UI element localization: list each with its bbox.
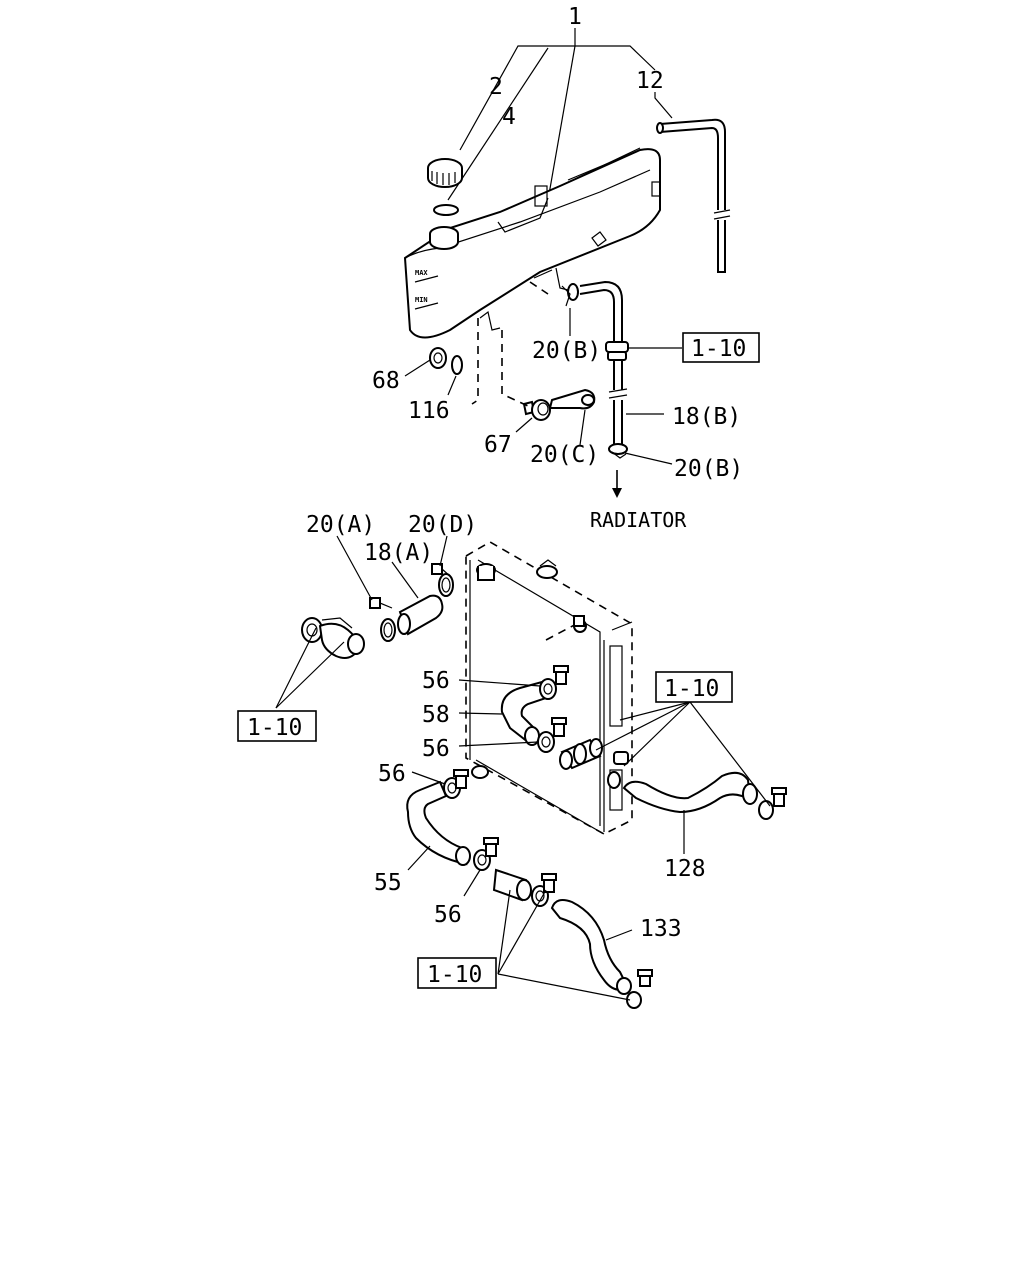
hose-18b — [579, 280, 629, 449]
lower-pipe-fitting — [473, 837, 557, 907]
engine-outlet-fitting — [301, 617, 365, 659]
label-part-18a: 18(A) — [364, 540, 433, 566]
leader-lines-top-parts — [404, 308, 682, 498]
label-ref-top: 1-10 — [691, 336, 746, 362]
washer-116 — [451, 355, 463, 375]
bypass-hose-58 — [500, 665, 569, 753]
max-mark: MAX — [415, 269, 428, 277]
label-part-20d: 20(D) — [408, 512, 477, 538]
radiator-core — [465, 541, 633, 835]
label-part-20b-top: 20(B) — [532, 338, 601, 364]
hose-128 — [607, 751, 787, 820]
leader-lines-top — [447, 28, 673, 201]
label-part-68: 68 — [372, 368, 400, 394]
lower-hose-55 — [406, 769, 471, 866]
label-ref-bottom: 1-10 — [427, 962, 482, 988]
label-part-56-d: 56 — [434, 902, 462, 928]
label-part-56-b: 56 — [422, 736, 450, 762]
label-part-12: 12 — [636, 68, 664, 94]
label-part-4: 4 — [502, 104, 516, 130]
label-part-116: 116 — [408, 398, 450, 424]
overflow-hose — [656, 118, 731, 273]
label-part-58: 58 — [422, 702, 450, 728]
mount-guide-lines — [471, 281, 549, 407]
label-part-55: 55 — [374, 870, 402, 896]
min-mark: MIN — [415, 296, 428, 304]
clamp-20b-top — [561, 283, 579, 307]
label-part-56-a: 56 — [422, 668, 450, 694]
label-radiator: RADIATOR — [590, 508, 687, 532]
labels: 1 2 4 12 20(B) 1-10 18(B) 68 116 67 20(C… — [237, 4, 760, 989]
label-ref-left: 1-10 — [247, 715, 302, 741]
label-part-2: 2 — [489, 74, 503, 100]
label-part-56-c: 56 — [378, 761, 406, 787]
ref-box-right — [655, 671, 733, 703]
label-part-1: 1 — [568, 4, 582, 30]
reservoir-cap — [427, 158, 463, 188]
ref-box-left — [237, 710, 317, 742]
ref-box-bottom — [417, 957, 497, 989]
clamp-20b-bottom — [608, 443, 628, 459]
label-ref-right: 1-10 — [664, 676, 719, 702]
thermostat-pipe — [559, 738, 603, 770]
ref-box-top — [682, 332, 760, 363]
label-part-20a: 20(A) — [306, 512, 375, 538]
nut-68 — [429, 347, 447, 369]
label-part-67: 67 — [484, 432, 512, 458]
clamp-20c — [548, 388, 596, 410]
leader-lines-radiator — [275, 535, 771, 1001]
bolt-67 — [522, 399, 551, 421]
label-part-128: 128 — [664, 856, 706, 882]
label-part-18b: 18(B) — [672, 404, 741, 430]
upper-hose-18a — [369, 563, 454, 642]
label-part-20c: 20(C) — [530, 442, 599, 468]
label-part-20b-bottom: 20(B) — [674, 456, 743, 482]
label-part-133: 133 — [640, 916, 682, 942]
reservoir-tank: MAX MIN — [403, 147, 661, 339]
cap-gasket — [433, 204, 459, 216]
hose-133 — [550, 899, 653, 1009]
